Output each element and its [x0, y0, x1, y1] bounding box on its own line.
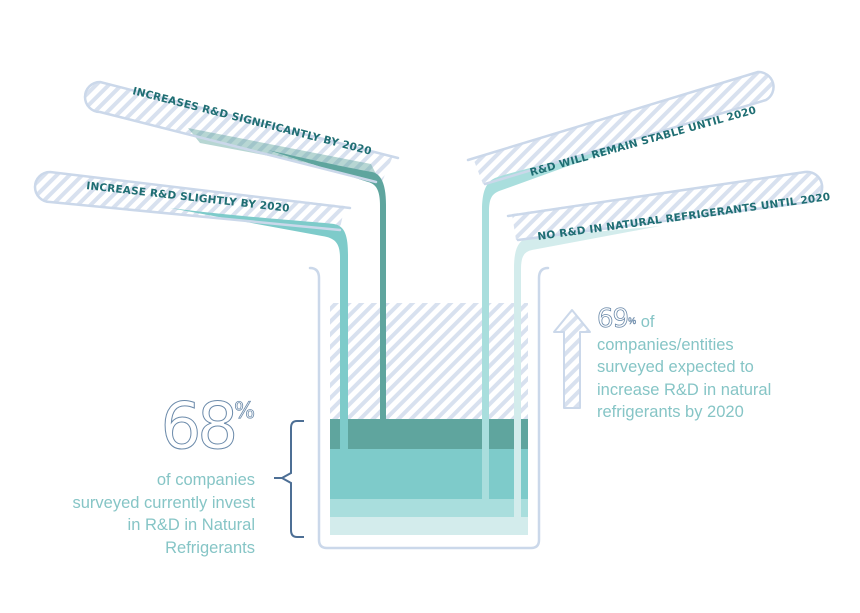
bracket: [274, 420, 304, 538]
stat-current-line: surveyed currently invest: [72, 493, 256, 512]
stat-expected-line: companies/entities: [597, 335, 734, 354]
stat-expected-line: refrigerants by 2020: [597, 403, 744, 421]
beaker-outline: [308, 266, 550, 550]
stat-current-line: in R&D in Natural: [127, 516, 255, 534]
stat-current-description: of companies surveyed currently invest i…: [40, 469, 256, 559]
stream-significant: [268, 150, 386, 419]
stat-current-value: 68: [160, 390, 238, 464]
stat-expected-line: increase R&D in natural: [597, 380, 772, 399]
beaker-layer-none: [330, 517, 528, 535]
stat-current-value-row: 68%: [40, 395, 255, 473]
stat-expected-unit: %: [628, 316, 637, 327]
stat-expected-value: 69: [597, 304, 630, 334]
stat-expected-increase: 69% of companies/entities surveyed expec…: [597, 306, 837, 424]
beaker-layer-slight: [330, 449, 528, 499]
up-arrow-icon: [553, 309, 591, 409]
stat-expected-line: surveyed expected to: [597, 358, 754, 376]
stat-expected-suffix: of: [640, 313, 655, 331]
beaker-layer-stable: [330, 499, 528, 517]
stat-current-unit: %: [234, 399, 256, 424]
beaker-layer-significant: [330, 419, 528, 449]
stat-current-line: of companies: [156, 471, 255, 489]
stat-current-line: Refrigerants: [165, 538, 255, 557]
beaker-empty-hatch: [330, 303, 528, 419]
stream-slight: [170, 208, 348, 449]
stat-current-investment: 68% of companies surveyed currently inve…: [40, 395, 256, 559]
stat-expected-value-row: 69% of: [597, 306, 837, 334]
stat-expected-description: companies/entities surveyed expected to …: [597, 334, 837, 424]
beaker: [308, 266, 550, 550]
